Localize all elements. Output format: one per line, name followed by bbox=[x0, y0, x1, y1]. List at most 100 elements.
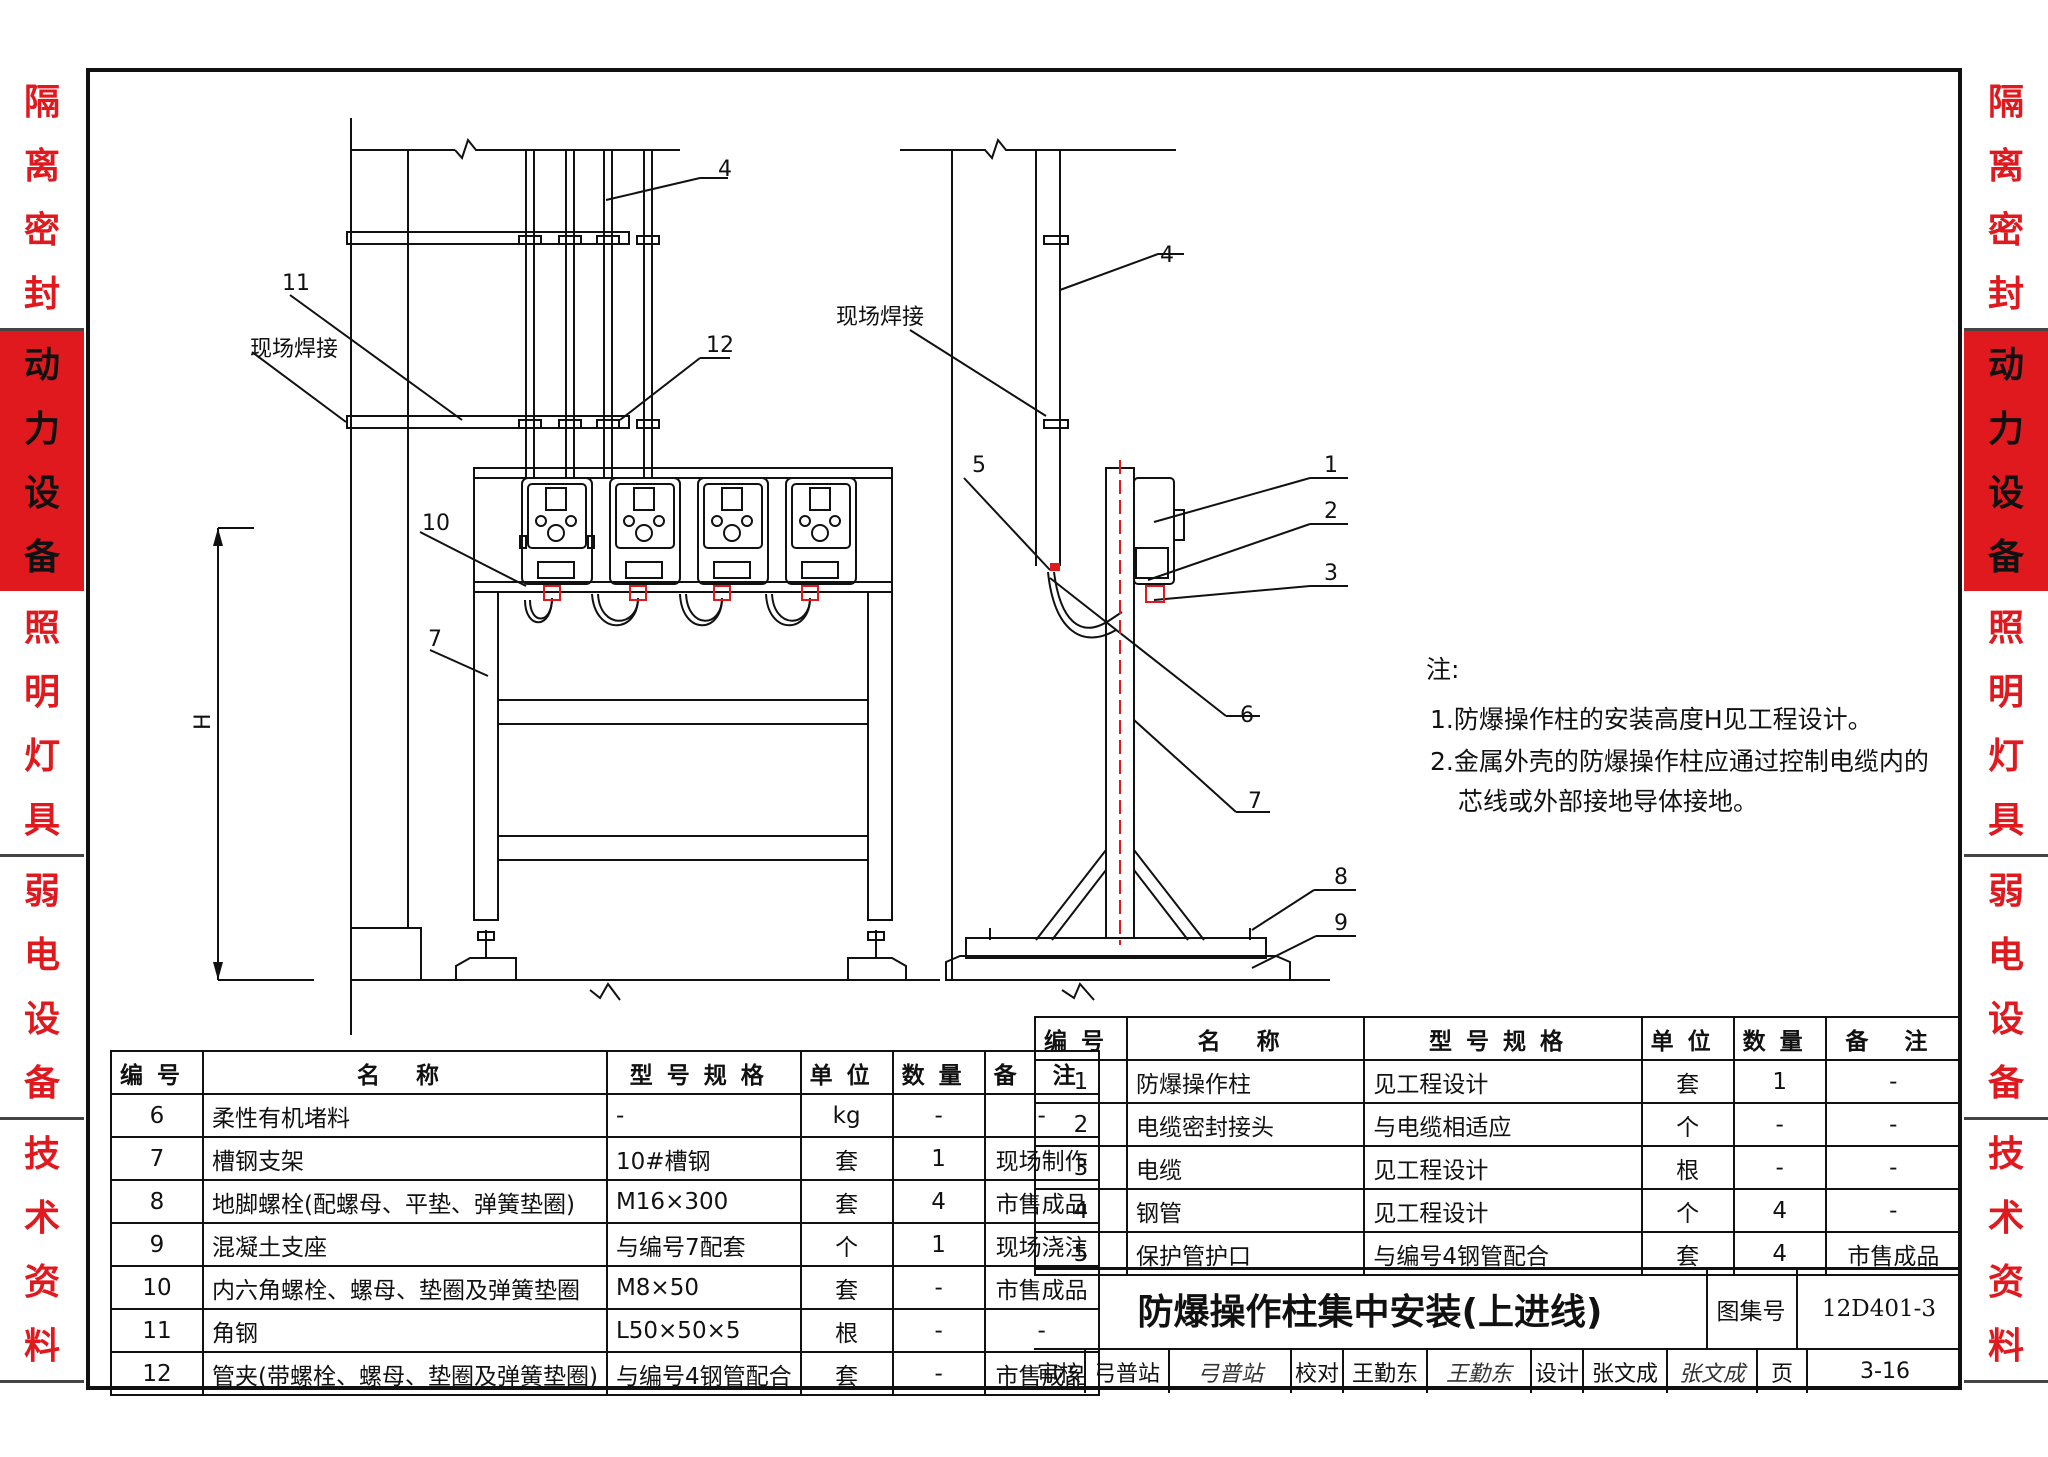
callout-7-right: 7 bbox=[1248, 789, 1262, 814]
table-cell: - bbox=[891, 1351, 986, 1396]
side-nav-right: 隔离密封动力设备照明灯具弱电设备技术资料 bbox=[1964, 68, 2048, 1383]
table-cell: - bbox=[1824, 1188, 1963, 1233]
table-cell: 见工程设计 bbox=[1363, 1145, 1643, 1190]
side-tab-char: 照 bbox=[1987, 607, 2024, 649]
side-tab-2[interactable]: 照明灯具 bbox=[1964, 594, 2048, 857]
table-cell: 套 bbox=[1640, 1059, 1735, 1104]
column-header: 编号 bbox=[110, 1050, 204, 1095]
side-tab-1[interactable]: 动力设备 bbox=[1964, 331, 2048, 594]
table-cell: 市售成品 bbox=[1824, 1231, 1963, 1276]
side-tab-char: 密 bbox=[23, 209, 60, 251]
callout-4-right: 4 bbox=[1160, 243, 1174, 268]
side-nav-left: 隔离密封动力设备照明灯具弱电设备技术资料 bbox=[0, 68, 84, 1383]
table-cell: - bbox=[891, 1093, 986, 1138]
side-tab-0[interactable]: 隔离密封 bbox=[1964, 68, 2048, 331]
side-tab-2[interactable]: 照明灯具 bbox=[0, 594, 84, 857]
table-cell: 与电缆相适应 bbox=[1363, 1102, 1643, 1147]
side-tab-char: 明 bbox=[23, 671, 60, 713]
height-dimension-label: H bbox=[191, 713, 216, 730]
table-cell: 防爆操作柱 bbox=[1125, 1059, 1366, 1104]
table-cell: 柔性有机堵料 bbox=[202, 1093, 608, 1138]
side-tab-3[interactable]: 弱电设备 bbox=[1964, 857, 2048, 1120]
callout-11: 11 bbox=[282, 271, 310, 296]
table-cell: - bbox=[1824, 1102, 1963, 1147]
checker-name: 王勤东 bbox=[1344, 1350, 1428, 1393]
table-cell: 电缆 bbox=[1125, 1145, 1366, 1190]
table-cell: 2 bbox=[1034, 1102, 1128, 1147]
table-cell: 角钢 bbox=[202, 1308, 608, 1353]
table-cell: 个 bbox=[799, 1222, 894, 1267]
table-cell: M8×50 bbox=[605, 1265, 802, 1310]
side-tab-char: 技 bbox=[1987, 1133, 2024, 1175]
table-cell: - bbox=[1824, 1059, 1963, 1104]
side-tab-1[interactable]: 动力设备 bbox=[0, 331, 84, 594]
approval-row: 审核 弓普站 弓普站 校对 王勤东 王勤东 设计 张文成 张文成 页 3-16 bbox=[1034, 1348, 1962, 1393]
side-tab-char: 力 bbox=[1987, 408, 2024, 450]
table-cell: 4 bbox=[1732, 1188, 1827, 1233]
callout-9: 9 bbox=[1334, 911, 1348, 936]
table-cell: 9 bbox=[110, 1222, 204, 1267]
designer-signature: 张文成 bbox=[1668, 1350, 1758, 1393]
table-cell: 套 bbox=[799, 1265, 894, 1310]
column-header: 数量 bbox=[891, 1050, 986, 1095]
table-cell: 套 bbox=[799, 1179, 894, 1224]
table-cell: 与编号7配套 bbox=[605, 1222, 802, 1267]
side-tab-char: 设 bbox=[23, 998, 60, 1040]
side-tab-char: 备 bbox=[1987, 536, 2024, 578]
column-header: 备 注 bbox=[1824, 1016, 1963, 1061]
side-tab-char: 隔 bbox=[23, 81, 60, 123]
table-cell: 10#槽钢 bbox=[605, 1136, 802, 1181]
side-tab-char: 力 bbox=[23, 408, 60, 450]
reviewer-signature: 弓普站 bbox=[1170, 1350, 1292, 1393]
table-cell: - bbox=[1732, 1102, 1827, 1147]
atlas-label: 图集号 bbox=[1706, 1270, 1798, 1348]
side-tab-char: 动 bbox=[1987, 344, 2024, 386]
table-cell: - bbox=[605, 1093, 802, 1138]
table-cell: 1 bbox=[1034, 1059, 1128, 1104]
table-cell: 见工程设计 bbox=[1363, 1188, 1643, 1233]
table-cell: kg bbox=[799, 1093, 894, 1138]
table-cell: 见工程设计 bbox=[1363, 1059, 1643, 1104]
column-header: 单位 bbox=[1640, 1016, 1735, 1061]
table-cell: 套 bbox=[799, 1351, 894, 1396]
table-cell: - bbox=[1732, 1145, 1827, 1190]
side-tab-char: 料 bbox=[23, 1325, 60, 1367]
table-cell: 4 bbox=[891, 1179, 986, 1224]
check-label: 校对 bbox=[1292, 1350, 1344, 1393]
side-tab-3[interactable]: 弱电设备 bbox=[0, 857, 84, 1120]
callout-5: 5 bbox=[972, 453, 986, 478]
side-tab-char: 备 bbox=[1987, 1062, 2024, 1104]
table-cell: 地脚螺栓(配螺母、平垫、弹簧垫圈) bbox=[202, 1179, 608, 1224]
reviewer-name: 弓普站 bbox=[1086, 1350, 1170, 1393]
table-cell: 10 bbox=[110, 1265, 204, 1310]
table-cell: 8 bbox=[110, 1179, 204, 1224]
table-header-row: 编号名 称型号规格单位数量备 注 bbox=[110, 1050, 1100, 1095]
table-cell: L50×50×5 bbox=[605, 1308, 802, 1353]
column-header: 编号 bbox=[1034, 1016, 1128, 1061]
column-header: 单位 bbox=[799, 1050, 894, 1095]
designer-name: 张文成 bbox=[1584, 1350, 1668, 1393]
side-tab-0[interactable]: 隔离密封 bbox=[0, 68, 84, 331]
side-tab-char: 离 bbox=[1987, 145, 2024, 187]
side-tab-4[interactable]: 技术资料 bbox=[1964, 1120, 2048, 1383]
callout-4-left: 4 bbox=[718, 157, 732, 182]
title-block: 防爆操作柱集中安装(上进线) 图集号 12D401-3 审核 弓普站 弓普站 校… bbox=[1034, 1267, 1962, 1393]
side-tab-4[interactable]: 技术资料 bbox=[0, 1120, 84, 1383]
note-1: 1.防爆操作柱的安装高度H见工程设计。 bbox=[1430, 705, 1873, 734]
side-tab-char: 离 bbox=[23, 145, 60, 187]
weld-label-right: 现场焊接 bbox=[836, 305, 924, 330]
callout-12: 12 bbox=[706, 333, 734, 358]
page-label: 页 bbox=[1758, 1350, 1808, 1393]
table-cell: 钢管 bbox=[1125, 1188, 1366, 1233]
side-tab-char: 术 bbox=[23, 1197, 60, 1239]
